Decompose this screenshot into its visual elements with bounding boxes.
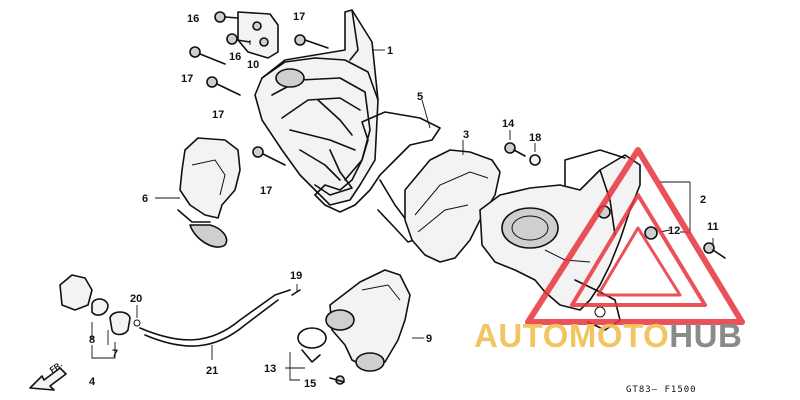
callout-10: 10 <box>247 59 259 71</box>
front-direction-arrow: FR. <box>29 360 67 391</box>
callout-21: 21 <box>206 365 218 377</box>
clamp-part <box>297 327 345 385</box>
callout-6: 6 <box>142 193 148 205</box>
callout-20: 20 <box>130 293 142 305</box>
callout-19: 19 <box>290 270 302 282</box>
callout-12: 12 <box>668 225 680 237</box>
callout-17-left: 17 <box>181 73 193 85</box>
brand-part-moto: MOTO <box>568 317 670 354</box>
callout-4: 4 <box>89 376 96 388</box>
callout-16-mid: 16 <box>229 51 241 63</box>
callout-3: 3 <box>463 129 469 141</box>
callout-1: 1 <box>387 45 393 57</box>
intake-duct-part <box>177 137 241 248</box>
callout-labels: 1 2 3 4 5 6 7 8 9 10 11 12 13 14 15 16 1… <box>89 11 719 390</box>
callout-16-top: 16 <box>187 13 199 25</box>
callout-18: 18 <box>529 132 541 144</box>
callout-13: 13 <box>264 363 276 375</box>
callout-2: 2 <box>700 194 706 206</box>
callout-8: 8 <box>89 334 95 346</box>
connecting-tube-part <box>325 269 411 372</box>
callout-15: 15 <box>304 378 316 390</box>
air-cleaner-case-part <box>254 9 379 206</box>
watermark-logo <box>525 147 745 325</box>
callout-17-top: 17 <box>293 11 305 23</box>
drain-assembly-part <box>59 274 301 347</box>
callout-5: 5 <box>417 91 423 103</box>
bracket-part <box>237 11 279 59</box>
callout-9: 9 <box>426 333 432 345</box>
callout-7: 7 <box>112 348 118 360</box>
callout-11: 11 <box>707 221 719 233</box>
brand-part-hub: HUB <box>669 317 743 354</box>
brand-part-auto: AUTO <box>474 317 569 354</box>
rear-case-part <box>479 149 641 331</box>
screws-group <box>189 11 329 166</box>
leader-lines <box>91 40 714 381</box>
callout-14: 14 <box>502 118 515 130</box>
callout-17-mid: 17 <box>212 109 224 121</box>
watermark-brand-text: AUTOMOTOHUB <box>474 317 742 355</box>
fasteners-group <box>504 142 726 259</box>
drawing-code: GT83– F1500 <box>626 385 697 395</box>
callout-17-low: 17 <box>260 185 272 197</box>
